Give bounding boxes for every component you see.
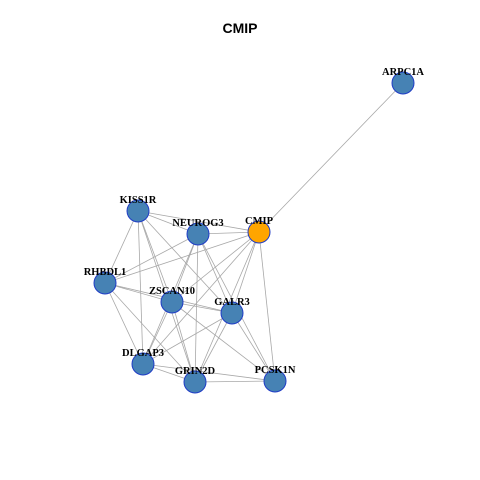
edge-kiss1r-rhbdl1 [104,210,139,284]
node-rhbdl1: RHBDL1 [84,267,127,295]
node-label-galr3: GALR3 [214,297,250,308]
edge-cmip-kiss1r [137,210,260,233]
node-label-pcsk1n: PCSK1N [255,365,296,376]
node-kiss1r: KISS1R [120,195,157,223]
edge-rhbdl1-grin2d [104,282,196,383]
edge-cmip-dlgap3 [142,231,260,365]
node-circle-neurog3 [186,222,210,246]
node-pcsk1n: PCSK1N [255,365,296,393]
node-grin2d: GRIN2D [175,366,216,394]
node-label-neurog3: NEUROG3 [172,218,223,229]
edge-cmip-rhbdl1 [104,231,260,284]
edge-galr3-pcsk1n [231,312,276,382]
edge-zscan10-pcsk1n [171,301,276,382]
edge-cmip-pcsk1n [258,231,276,382]
node-circle-kiss1r [126,199,150,223]
edge-grin2d-pcsk1n [194,380,276,383]
edge-kiss1r-galr3 [137,210,233,314]
node-circle-arpc1a [391,71,415,95]
node-label-grin2d: GRIN2D [175,366,216,377]
edge-galr3-grin2d [194,312,233,383]
edge-neurog3-grin2d [194,233,199,383]
edge-zscan10-grin2d [171,301,196,383]
edge-galr3-dlgap3 [142,312,233,365]
edge-neurog3-rhbdl1 [104,233,199,284]
node-label-kiss1r: KISS1R [120,195,157,206]
node-dlgap3: DLGAP3 [122,348,164,376]
node-label-zscan10: ZSCAN10 [149,286,195,297]
node-circle-grin2d [183,370,207,394]
node-circle-zscan10 [160,290,184,314]
edge-cmip-galr3 [231,231,260,314]
edge-kiss1r-dlgap3 [137,210,144,365]
edge-rhbdl1-dlgap3 [104,282,144,365]
node-circle-dlgap3 [131,352,155,376]
edge-neurog3-zscan10 [171,233,199,303]
edge-layer [104,82,404,383]
node-circle-pcsk1n [263,369,287,393]
node-neurog3: NEUROG3 [172,218,224,246]
edge-cmip-arpc1a [258,82,404,233]
node-label-arpc1a: ARPC1A [382,67,424,78]
node-circle-galr3 [220,301,244,325]
edge-neurog3-galr3 [197,233,233,314]
edge-rhbdl1-zscan10 [104,282,173,303]
plot-title: CMIP [222,20,258,36]
node-label-dlgap3: DLGAP3 [122,348,164,359]
node-layer: ARPC1A KISS1R NEUROG3 CMIP RHBDL1ZSCAN10GALR… [84,67,424,394]
node-arpc1a: ARPC1A [382,67,424,95]
node-zscan10: ZSCAN10 [149,286,195,314]
node-galr3: GALR3 [214,297,250,325]
node-circle-rhbdl1 [93,271,117,295]
node-circle-cmip [247,220,271,244]
edge-dlgap3-pcsk1n [142,363,276,382]
node-label-cmip: CMIP [245,216,274,227]
node-label-rhbdl1: RHBDL1 [84,267,127,278]
node-cmip: CMIP [245,216,274,244]
